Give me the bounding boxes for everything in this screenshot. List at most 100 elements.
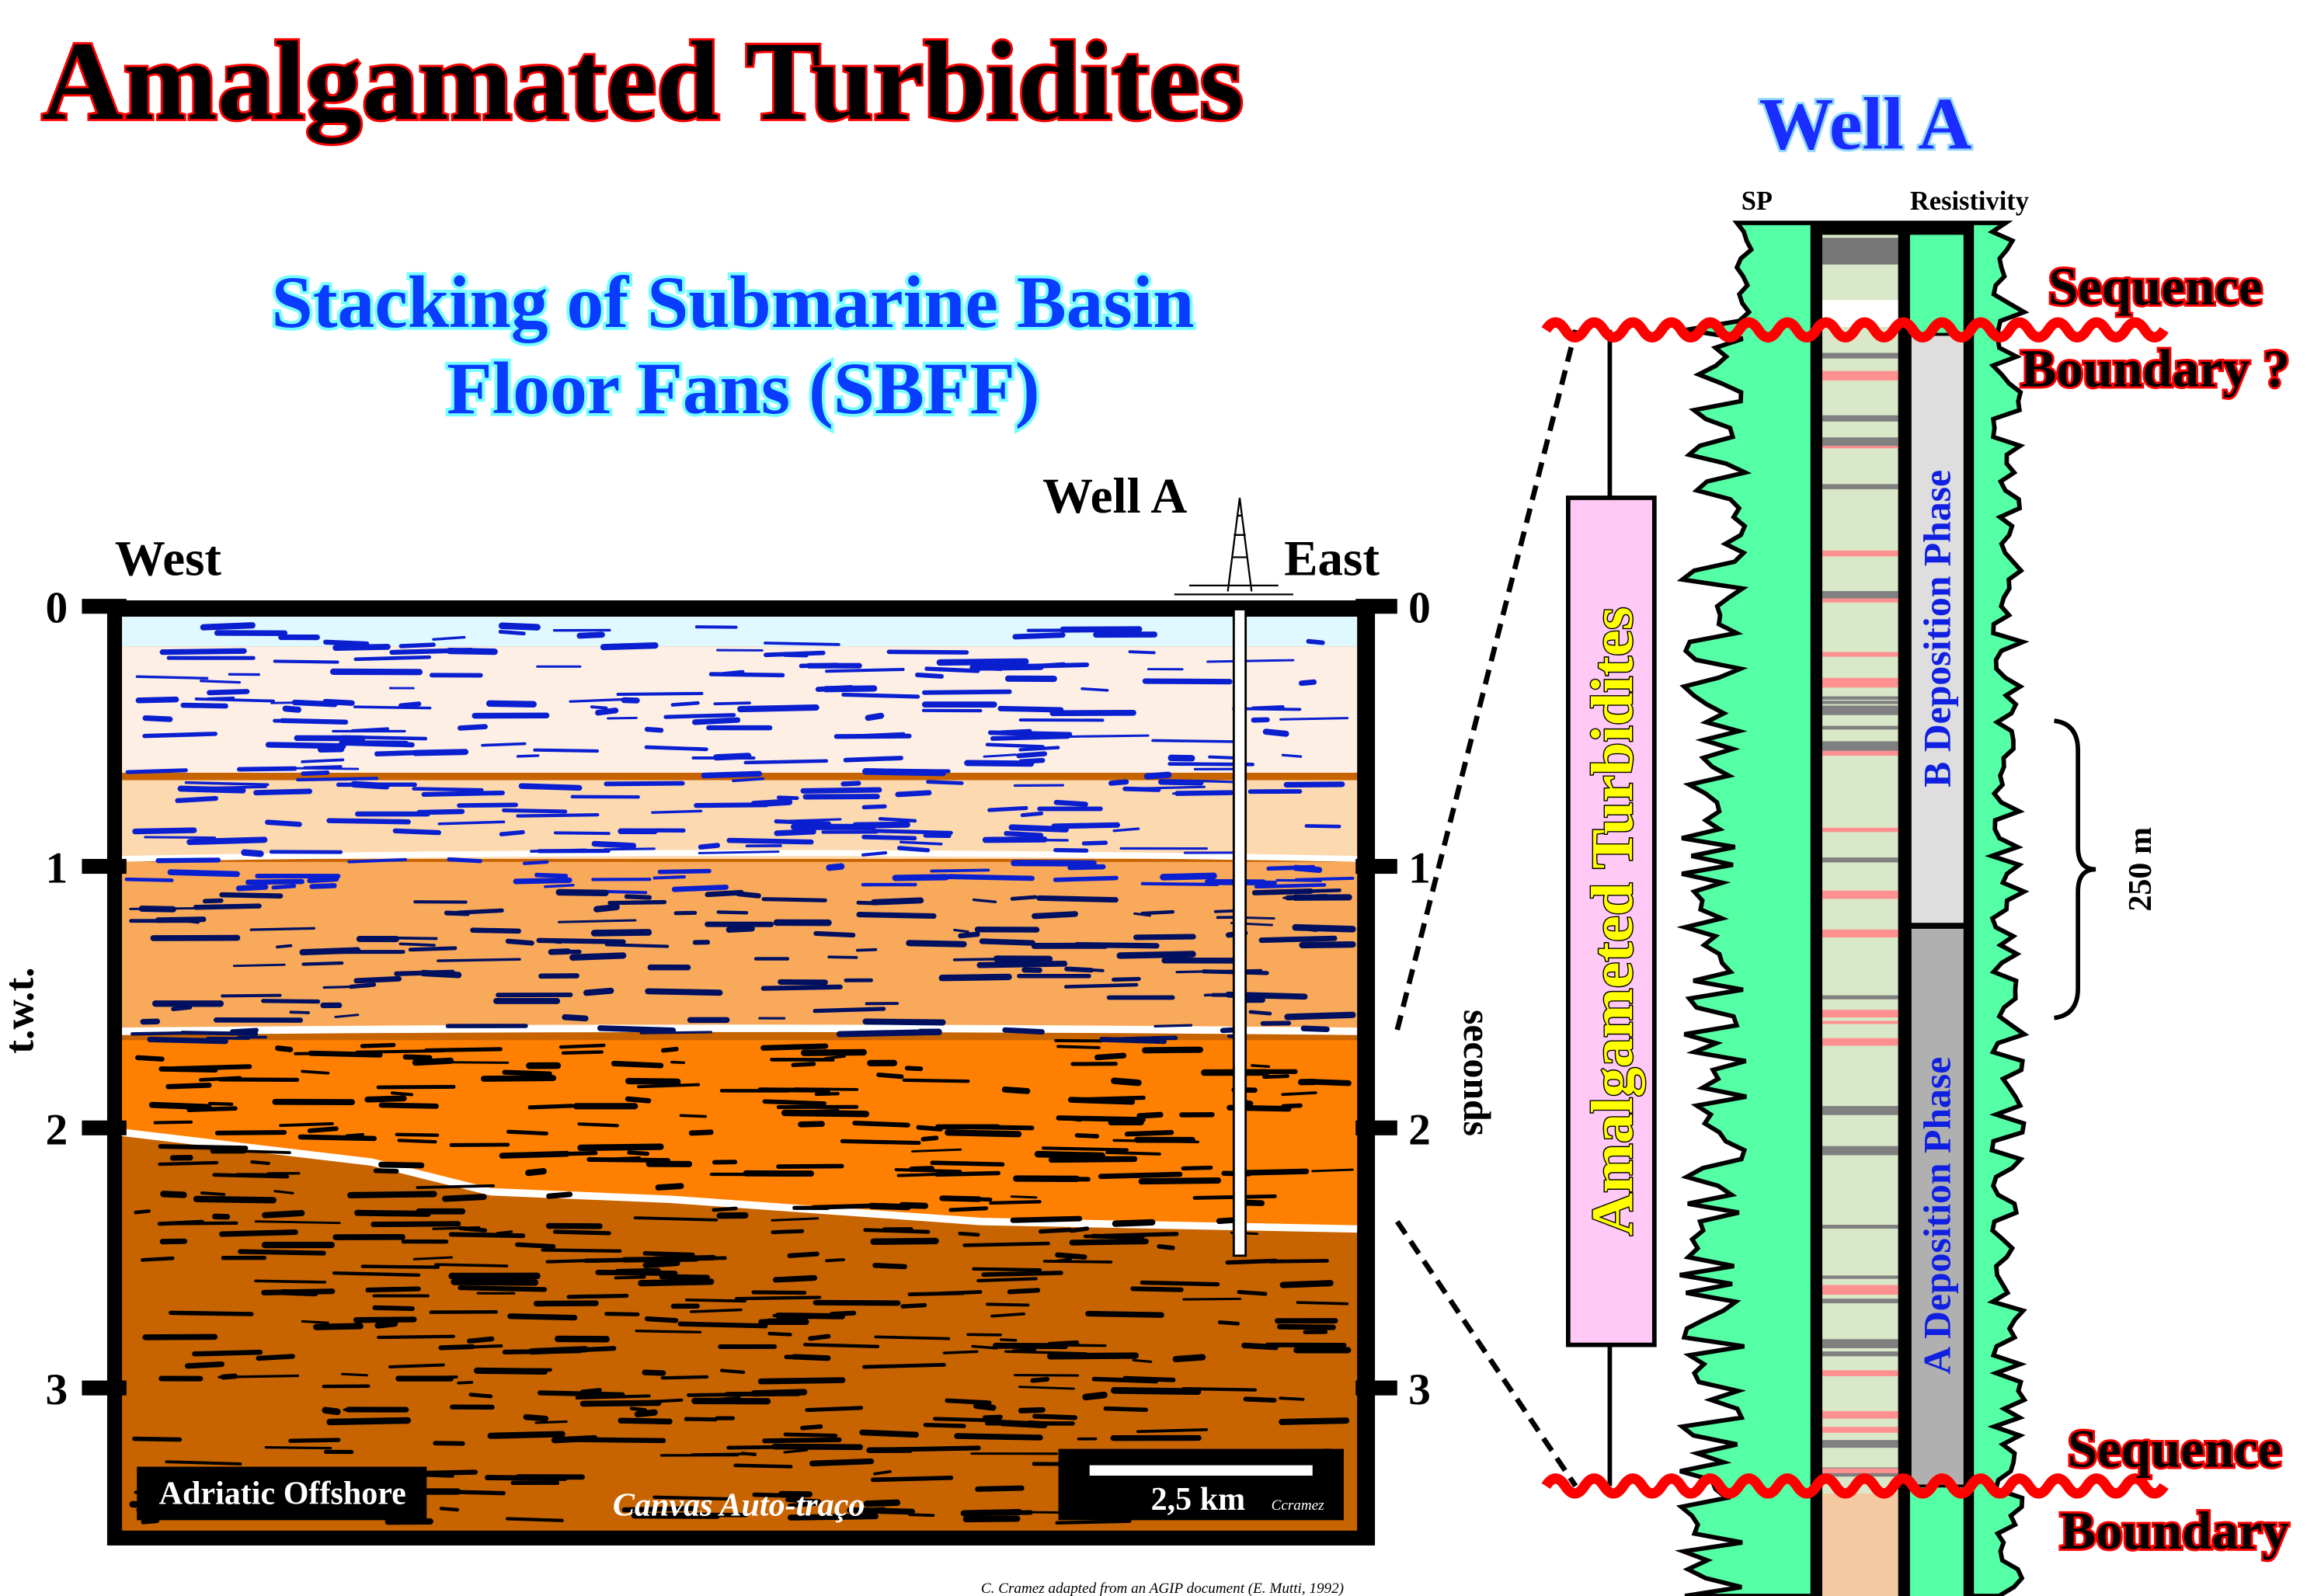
reflector <box>808 1333 831 1341</box>
reflector <box>326 818 411 825</box>
lithology-bed <box>1822 550 1898 557</box>
reflector <box>930 1160 1005 1167</box>
reflector <box>670 701 700 707</box>
reflector <box>981 1271 1063 1278</box>
lithology-bed <box>1822 1410 1898 1419</box>
reflector <box>299 947 361 956</box>
reflector <box>432 1226 481 1230</box>
reflector <box>638 1278 715 1287</box>
reflector <box>506 1129 548 1135</box>
reflector <box>983 753 1018 758</box>
lithology-bed <box>1822 857 1898 863</box>
reflector <box>261 1288 336 1295</box>
west-label: West <box>115 530 222 586</box>
reflector <box>214 1130 287 1135</box>
lithology-bed <box>1822 1275 1898 1279</box>
reflector <box>309 883 337 889</box>
reflector <box>976 960 1068 968</box>
reflector <box>657 868 712 874</box>
reflector <box>987 805 1028 812</box>
reflector <box>597 1025 677 1034</box>
reflector <box>989 1200 1042 1205</box>
reflector <box>670 1060 686 1065</box>
reflector <box>373 1168 399 1174</box>
reflector <box>952 958 1000 961</box>
reflector <box>525 1167 547 1177</box>
reflector <box>372 1305 415 1312</box>
reflector <box>896 1172 960 1177</box>
reflector <box>262 1210 305 1219</box>
reflector <box>364 1095 407 1103</box>
reflector <box>334 1014 360 1018</box>
reflector <box>202 898 224 904</box>
reflector <box>652 1495 731 1501</box>
reflector <box>611 1060 664 1069</box>
reflector <box>1217 1320 1240 1326</box>
canvas-label: Canvas Auto-traço <box>613 1487 865 1524</box>
reflector <box>1181 1165 1213 1171</box>
reflector <box>953 928 969 934</box>
reflector <box>591 840 637 849</box>
lithology-bed <box>1822 484 1898 489</box>
reflector <box>655 1183 684 1191</box>
reflector <box>843 756 903 763</box>
reflector <box>158 1144 249 1151</box>
reflector <box>954 1433 1043 1441</box>
reflector <box>1160 872 1217 881</box>
lithology-bed <box>1822 652 1898 657</box>
resistivity-label: Resistivity <box>1910 186 2029 216</box>
reflector <box>505 938 534 946</box>
tick-left-1: 1 <box>46 844 68 893</box>
lithology-bed <box>1822 1285 1898 1295</box>
reflector <box>764 642 840 646</box>
reflector <box>930 868 990 873</box>
reflector <box>153 1120 193 1125</box>
reflector <box>230 1027 259 1034</box>
reflector <box>1124 1130 1174 1137</box>
reflector <box>1020 811 1044 818</box>
subtitle-line-1: Stacking of Submarine Basin <box>272 261 1195 343</box>
reflector <box>534 1420 568 1424</box>
sequence-boundary-top <box>1541 317 2169 342</box>
reflector <box>423 1375 458 1380</box>
reflector <box>1157 1243 1175 1250</box>
reflector <box>614 1275 646 1280</box>
reflector <box>642 1260 680 1268</box>
reflector <box>1298 679 1317 687</box>
reflector <box>870 897 924 906</box>
reflector <box>155 857 221 864</box>
reflector <box>353 655 432 662</box>
reflector <box>800 1048 867 1056</box>
reflector <box>1112 827 1140 833</box>
reflector <box>332 1271 421 1277</box>
reflector <box>785 1497 821 1504</box>
reflector <box>142 732 217 739</box>
reflector <box>847 1507 916 1515</box>
reflector <box>1172 791 1221 795</box>
reflector <box>798 1121 825 1128</box>
reflector <box>1073 941 1160 949</box>
reflector <box>663 713 736 719</box>
reflector <box>1010 1215 1083 1223</box>
thickness-label: 250 m <box>2122 827 2159 912</box>
reflector <box>1311 1168 1354 1173</box>
reflector <box>1310 1079 1352 1087</box>
reflector <box>800 787 882 794</box>
reflector <box>689 1308 743 1313</box>
reflector <box>353 975 402 984</box>
reflector <box>642 1250 695 1257</box>
reflector <box>298 1134 377 1142</box>
reflector <box>1136 1111 1164 1119</box>
reflector <box>1279 1280 1334 1288</box>
sp-label: SP <box>1742 186 1773 216</box>
reflector <box>544 884 575 888</box>
scale-label: 2,5 km <box>1151 1481 1246 1518</box>
reflector <box>1237 1290 1268 1296</box>
reflector <box>238 1249 326 1256</box>
reflector <box>1056 1045 1101 1049</box>
reflector <box>861 834 917 841</box>
lithology-bed <box>1822 1468 1898 1473</box>
reflector <box>446 647 498 655</box>
reflector <box>1004 831 1044 838</box>
reflector <box>899 840 943 846</box>
